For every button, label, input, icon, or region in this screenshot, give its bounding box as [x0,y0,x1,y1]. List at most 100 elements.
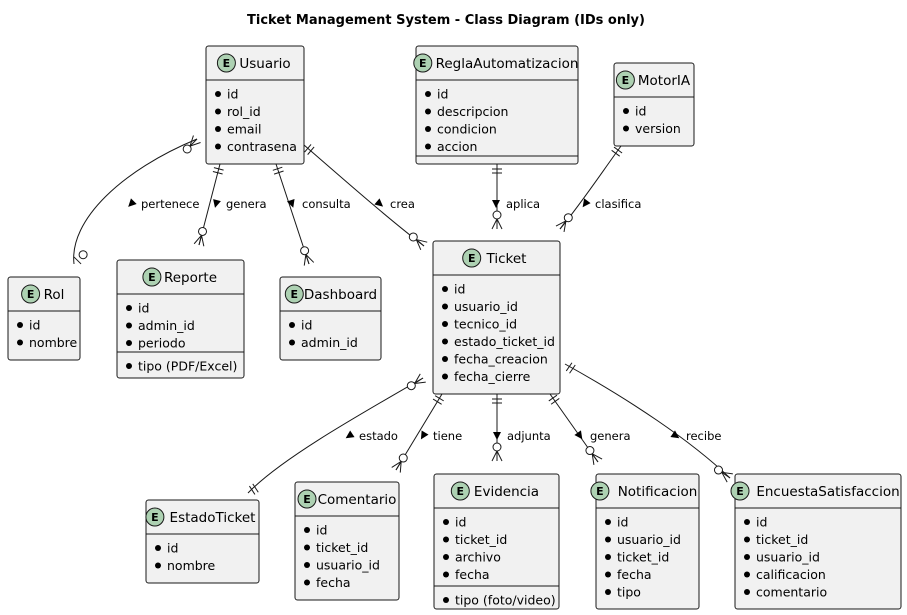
entity-attribute: calificacion [756,567,826,582]
attribute-bullet-icon [605,589,611,595]
diagram-title: Ticket Management System - Class Diagram… [247,13,645,28]
entity-badge-icon [730,481,750,501]
entity-name: Rol [44,287,65,303]
entity-name: Usuario [239,56,290,72]
entity-attribute: id [29,318,40,333]
cardinality-exactly-one [565,362,576,374]
attribute-bullet-icon [744,589,750,595]
direction-arrow-icon [286,198,295,208]
cardinality-zero-many [491,442,503,462]
cardinality-zero-many [408,232,428,251]
relation-label: genera [590,429,631,443]
attribute-bullet-icon [744,571,750,578]
attribute-bullet-icon [215,126,221,132]
attribute-bullet-icon [605,554,611,560]
entity-name: EstadoTicket [170,510,256,526]
entity-attribute: accion [437,139,477,154]
entity-attribute: nombre [167,558,216,573]
entity-attribute: descripcion [437,104,508,119]
entity-badge-icon [590,481,610,501]
relation-line [303,144,425,247]
cardinality-zero-many [585,446,603,465]
entity-badge-icon [615,70,635,90]
attribute-bullet-icon [155,545,161,551]
relation-label: consulta [302,197,351,211]
attribute-bullet-icon [623,125,629,132]
attribute-bullet-icon [442,321,448,327]
entity-attribute: condicion [437,122,497,137]
cardinality-zero-many [713,465,733,483]
cardinality-exactly-one [212,167,224,175]
entity-name: ReglaAutomatizacion [436,56,579,72]
relation-label: aplica [506,197,540,211]
entity-attribute: usuario_id [617,532,681,547]
entity-attribute: estado_ticket_id [454,334,555,349]
attribute-bullet-icon [304,527,310,533]
attribute-bullet-icon [126,322,132,329]
direction-arrow-icon [374,198,384,207]
entity-attribute: ticket_id [756,532,808,547]
entity-attribute: tecnico_id [454,317,517,332]
attribute-bullet-icon [443,519,449,525]
entity-badge-letter: E [148,271,156,284]
attribute-bullet-icon [744,536,750,543]
entity-name: Reporte [164,270,217,286]
attribute-bullet-icon [443,571,449,578]
attribute-bullet-icon [155,562,161,569]
attribute-bullet-icon [442,286,448,292]
entity-attribute: fecha_creacion [454,352,548,367]
entity-badge-icon [21,284,41,304]
cardinality-zero-many [193,226,208,247]
cardinality-exactly-one [432,395,444,405]
relation-label: genera [226,197,267,211]
attribute-bullet-icon [442,373,448,380]
direction-arrow-icon [582,198,591,208]
attribute-bullet-icon [126,305,132,311]
entity-attribute: fecha [617,567,652,582]
attribute-bullet-icon [289,322,295,328]
direction-arrow-icon [128,198,137,207]
cardinality-exactly-one [548,394,560,405]
attribute-bullet-icon [443,554,449,560]
relation-genera-reporte: genera [193,163,267,247]
entity-attribute: id [301,318,312,333]
relation-line [247,377,424,494]
direction-arrow-icon [345,430,355,439]
entity-badge-letter: E [291,288,299,301]
entity-attribute: tipo [617,585,641,600]
entity-attribute: id [455,515,466,530]
relation-label: tiene [433,429,462,443]
relation-label: estado [359,429,398,443]
entity-attribute: id [167,541,178,556]
attribute-bullet-icon [126,363,132,369]
entity-attribute: version [635,121,681,136]
attribute-bullet-icon [605,536,611,543]
attribute-bullet-icon [744,519,750,525]
relation-label: adjunta [507,429,551,443]
attribute-bullet-icon [425,143,431,150]
entity-badge-letter: E [27,288,35,301]
attribute-bullet-icon [215,91,221,97]
attribute-bullet-icon [304,579,310,586]
attribute-bullet-icon [215,108,221,115]
entity-name: Comentario [318,492,397,508]
entity-name: Evidencia [474,484,539,500]
attribute-bullet-icon [126,340,132,346]
attribute-bullet-icon [17,322,23,328]
cardinality-exactly-one [272,166,284,175]
cardinality-zero-one [73,250,88,265]
